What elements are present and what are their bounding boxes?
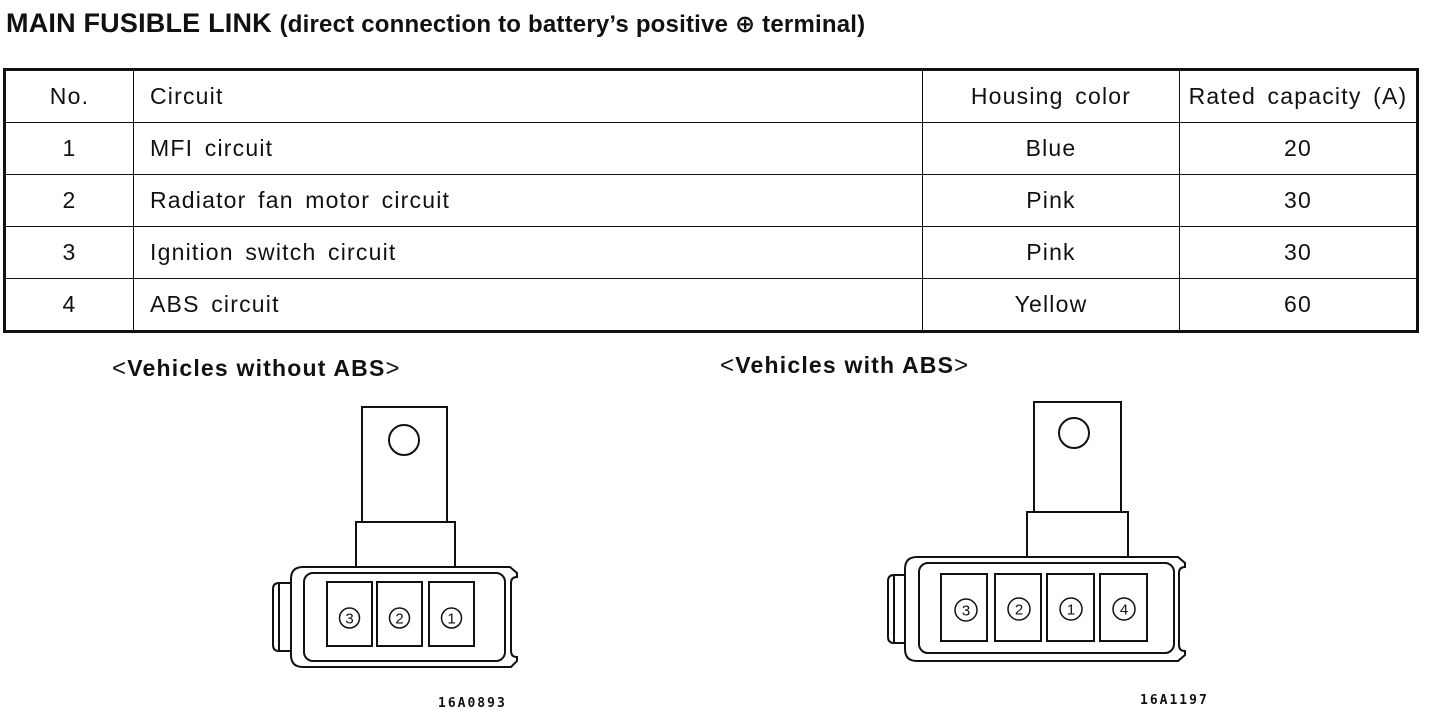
title-subtitle: (direct connection to battery’s positive…: [279, 11, 866, 38]
cell-circuit: ABS circuit: [133, 278, 923, 332]
slot-number-circle: [440, 607, 463, 629]
caption-open-bracket: <: [720, 352, 736, 379]
caption-without-abs: <Vehicles without ABS>: [112, 355, 401, 383]
housing-side-latch: [887, 574, 905, 644]
slot-number: 3: [962, 603, 970, 620]
slot-number: 3: [345, 611, 353, 628]
slot-number-circle: [1112, 597, 1136, 621]
slot-number: 1: [1067, 602, 1075, 619]
header-rated-capacity: Rated capacity (A): [1179, 69, 1418, 123]
caption-close-bracket: >: [954, 352, 970, 379]
fusible-link-table: No. Circuit Housing color Rated capacity…: [3, 68, 1419, 333]
cell-no: 2: [4, 174, 134, 227]
caption-open-bracket: <: [112, 355, 128, 382]
fusible-link-diagram-without-abs: 3 2 1: [272, 406, 518, 668]
cell-circuit: MFI circuit: [133, 122, 923, 175]
slot-number-circle: [954, 598, 978, 622]
slot-number: 1: [447, 611, 455, 628]
table-row: 4 ABS circuit Yellow 60: [4, 278, 1418, 332]
housing-outer: [904, 556, 1186, 662]
connector-neck: [1026, 511, 1129, 558]
cell-housing-color: Yellow: [922, 278, 1180, 332]
fuse-slot: [1046, 573, 1095, 642]
cell-rated-capacity: 60: [1179, 278, 1418, 332]
terminal-hole-icon: [1058, 417, 1090, 449]
header-housing-color: Housing color: [922, 69, 1180, 123]
cell-housing-color: Blue: [922, 122, 1180, 175]
table-row: 2 Radiator fan motor circuit Pink 30: [4, 174, 1418, 227]
caption-label: Vehicles with ABS: [735, 352, 955, 378]
housing-side-latch: [272, 582, 291, 652]
cell-no: 4: [4, 278, 134, 332]
cell-housing-color: Pink: [922, 226, 1180, 279]
housing-inner: [303, 572, 506, 662]
cell-circuit: Ignition switch circuit: [133, 226, 923, 279]
fuse-slot: [326, 581, 373, 647]
fuse-slot: [940, 573, 988, 642]
slot-number-circle: [1007, 597, 1031, 621]
caption-label: Vehicles without ABS: [127, 355, 386, 381]
header-circuit: Circuit: [133, 69, 923, 123]
slot-number-circle: [338, 607, 361, 629]
slot-number-circle: [388, 607, 411, 629]
figure-code-with-abs: 16A1197: [1140, 693, 1209, 708]
slot-number: 2: [395, 611, 403, 628]
terminal-hole-icon: [388, 424, 420, 456]
page-title: MAIN FUSIBLE LINK (direct connection to …: [6, 8, 865, 39]
housing-outer: [290, 566, 518, 668]
table-header-row: No. Circuit Housing color Rated capacity…: [4, 69, 1418, 123]
fusible-link-diagram-with-abs: 3 2 1 4: [887, 401, 1186, 662]
slot-number-circle: [1059, 597, 1083, 621]
caption-with-abs: <Vehicles with ABS>: [720, 352, 969, 380]
table-row: 1 MFI circuit Blue 20: [4, 122, 1418, 175]
title-main: MAIN FUSIBLE LINK: [6, 8, 272, 38]
cell-rated-capacity: 20: [1179, 122, 1418, 175]
fuse-slot: [1099, 573, 1148, 642]
slot-number: 2: [1015, 602, 1023, 619]
fuse-slot: [376, 581, 423, 647]
caption-close-bracket: >: [385, 355, 401, 382]
connector-neck: [355, 521, 456, 568]
header-no: No.: [4, 69, 134, 123]
figure-code-without-abs: 16A0893: [438, 696, 507, 711]
cell-no: 3: [4, 226, 134, 279]
slot-number: 4: [1120, 602, 1128, 619]
table-row: 3 Ignition switch circuit Pink 30: [4, 226, 1418, 279]
housing-inner: [918, 562, 1175, 654]
cell-no: 1: [4, 122, 134, 175]
cell-rated-capacity: 30: [1179, 174, 1418, 227]
cell-circuit: Radiator fan motor circuit: [133, 174, 923, 227]
fuse-slot: [994, 573, 1042, 642]
fuse-slot: [428, 581, 475, 647]
cell-rated-capacity: 30: [1179, 226, 1418, 279]
cell-housing-color: Pink: [922, 174, 1180, 227]
